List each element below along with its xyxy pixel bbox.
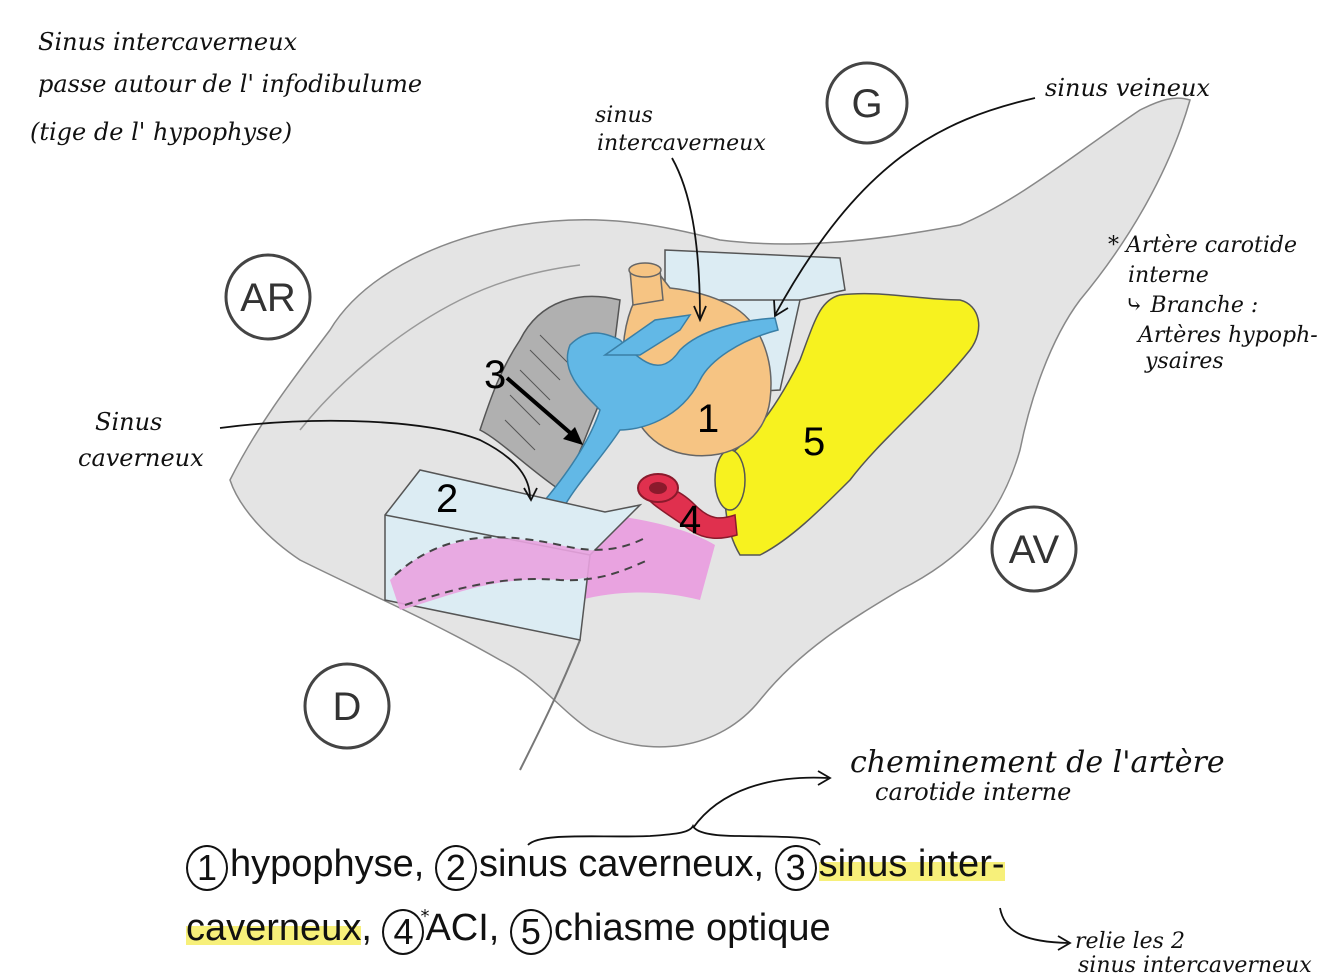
note-links-line2: sinus intercaverneux xyxy=(1078,953,1312,978)
number-5: 5 xyxy=(803,420,825,464)
legend-text-3b: caverneux xyxy=(186,907,361,949)
legend-num-5: 5 xyxy=(510,909,552,955)
note-carotid-line5: ysaires xyxy=(1144,349,1224,374)
number-4: 4 xyxy=(679,498,701,542)
note-carotid-line2: interne xyxy=(1128,263,1209,288)
carotid-lumen-inner xyxy=(649,482,667,494)
orientation-label-g: G xyxy=(851,82,882,126)
note-cavernous-line1: Sinus xyxy=(95,408,162,436)
note-top-left-line3: (tige de l' hypophyse) xyxy=(30,118,292,146)
legend-text-3a: sinus inter- xyxy=(819,843,1005,885)
orientation-label-ar: AR xyxy=(240,276,296,320)
pituitary-stalk-top xyxy=(629,263,661,277)
number-3: 3 xyxy=(484,353,506,397)
note-intercavernous-line2: intercaverneux xyxy=(597,131,766,156)
note-cavernous-line2: caverneux xyxy=(78,444,204,472)
note-links-line1: relie les 2 xyxy=(1075,929,1185,954)
legend-text-1: hypophyse, xyxy=(230,843,424,885)
note-carotid-line3: ⤷ Branche : xyxy=(1125,293,1258,318)
legend-num-2: 2 xyxy=(435,845,477,891)
legend-text-4: ACI, xyxy=(425,907,499,949)
note-path-line2: carotide interne xyxy=(875,778,1071,806)
legend-text-2: sinus caverneux, xyxy=(479,843,764,885)
number-2: 2 xyxy=(436,477,458,521)
note-top-left-line1: Sinus intercaverneux xyxy=(38,28,298,56)
note-path-line1: cheminement de l'artère xyxy=(850,745,1225,780)
legend-num-1: 1 xyxy=(186,845,228,891)
legend-num-3: 3 xyxy=(775,845,817,891)
orientation-label-av: AV xyxy=(1009,528,1060,572)
optic-nerve-stump xyxy=(715,450,745,510)
legend-comma: , xyxy=(361,907,372,949)
note-intercavernous-line1: sinus xyxy=(595,103,653,128)
pointer-path-arrow xyxy=(693,778,828,828)
number-1: 1 xyxy=(697,397,719,441)
orientation-label-d: D xyxy=(333,685,362,729)
legend-num-4: 4 xyxy=(382,909,424,955)
pointer-links-arrow xyxy=(1000,908,1068,943)
note-top-left-line2: passe autour de l' infodibulume xyxy=(38,70,422,98)
note-carotid-line4: Artères hypoph- xyxy=(1136,323,1318,348)
note-carotid-line1: * Artère carotide xyxy=(1108,233,1297,258)
note-venous-sinus: sinus veineux xyxy=(1045,74,1210,102)
legend-text-5: chiasme optique xyxy=(554,907,831,949)
